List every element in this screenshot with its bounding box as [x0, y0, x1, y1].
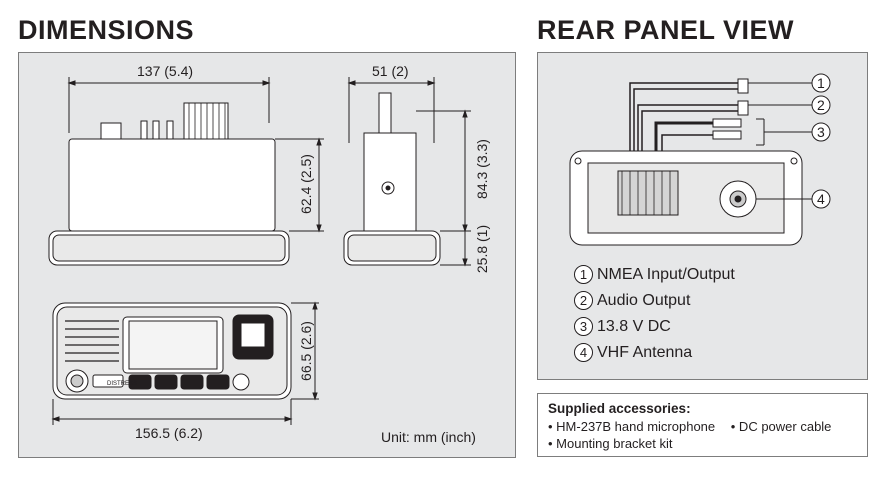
- front-width-label: 156.5 (6.2): [135, 425, 203, 441]
- width-label: 137 (5.4): [137, 63, 194, 79]
- distress-label: DISTRESS: [107, 381, 137, 387]
- legend-label: 13.8 V DC: [597, 317, 671, 335]
- callout-2: 2: [817, 97, 825, 113]
- unit-label: Unit: mm (inch): [381, 429, 476, 445]
- callout-4: 4: [817, 191, 825, 207]
- accessory-item: • Mounting bracket kit: [548, 436, 673, 451]
- legend-item-audio: 2 Audio Output: [574, 291, 690, 310]
- accessories-title: Supplied accessories:: [548, 401, 691, 416]
- legend-label: Audio Output: [597, 291, 691, 309]
- legend-number: 2: [574, 291, 593, 310]
- legend-label: NMEA Input/Output: [597, 265, 735, 283]
- callout-1: 1: [817, 75, 825, 91]
- accessories-row-2: • Mounting bracket kit: [548, 435, 857, 452]
- front-height-label: 66.5 (2.6): [298, 321, 314, 381]
- dimensions-heading: DIMENSIONS: [18, 15, 195, 45]
- accessories-row-1: • HM-237B hand microphone • DC power cab…: [548, 418, 857, 435]
- legend-number: 1: [574, 265, 593, 284]
- rear-panel-heading: REAR PANEL VIEW: [537, 15, 795, 45]
- rear-panel-box: 1 2 3 4 1 NMEA Input/Output 2 Audio Outp…: [537, 52, 868, 380]
- legend-item-antenna: 4 VHF Antenna: [574, 343, 692, 362]
- total-height-label: 84.3 (3.3): [474, 139, 490, 199]
- depth-label: 51 (2): [372, 63, 409, 79]
- dimensions-drawing: DISTRESS: [48, 77, 471, 425]
- legend-item-dc: 3 13.8 V DC: [574, 317, 671, 336]
- accessories-box: Supplied accessories: • HM-237B hand mic…: [537, 393, 868, 457]
- legend-number: 3: [574, 317, 593, 336]
- accessory-item: • HM-237B hand microphone: [548, 419, 716, 434]
- callout-3: 3: [817, 124, 825, 140]
- height-label: 62.4 (2.5): [298, 154, 314, 214]
- legend-label: VHF Antenna: [597, 343, 693, 361]
- bracket-height-label: 25.8 (1): [474, 224, 490, 274]
- legend-item-nmea: 1 NMEA Input/Output: [574, 265, 735, 284]
- legend-number: 4: [574, 343, 593, 362]
- dimensions-panel: DISTRESS 137 (5.4) 51 (2) 62.4 (2.5) 84.…: [18, 52, 516, 458]
- accessory-item: • DC power cable: [730, 419, 832, 434]
- rear-panel-drawing: 1 2 3 4: [569, 73, 831, 246]
